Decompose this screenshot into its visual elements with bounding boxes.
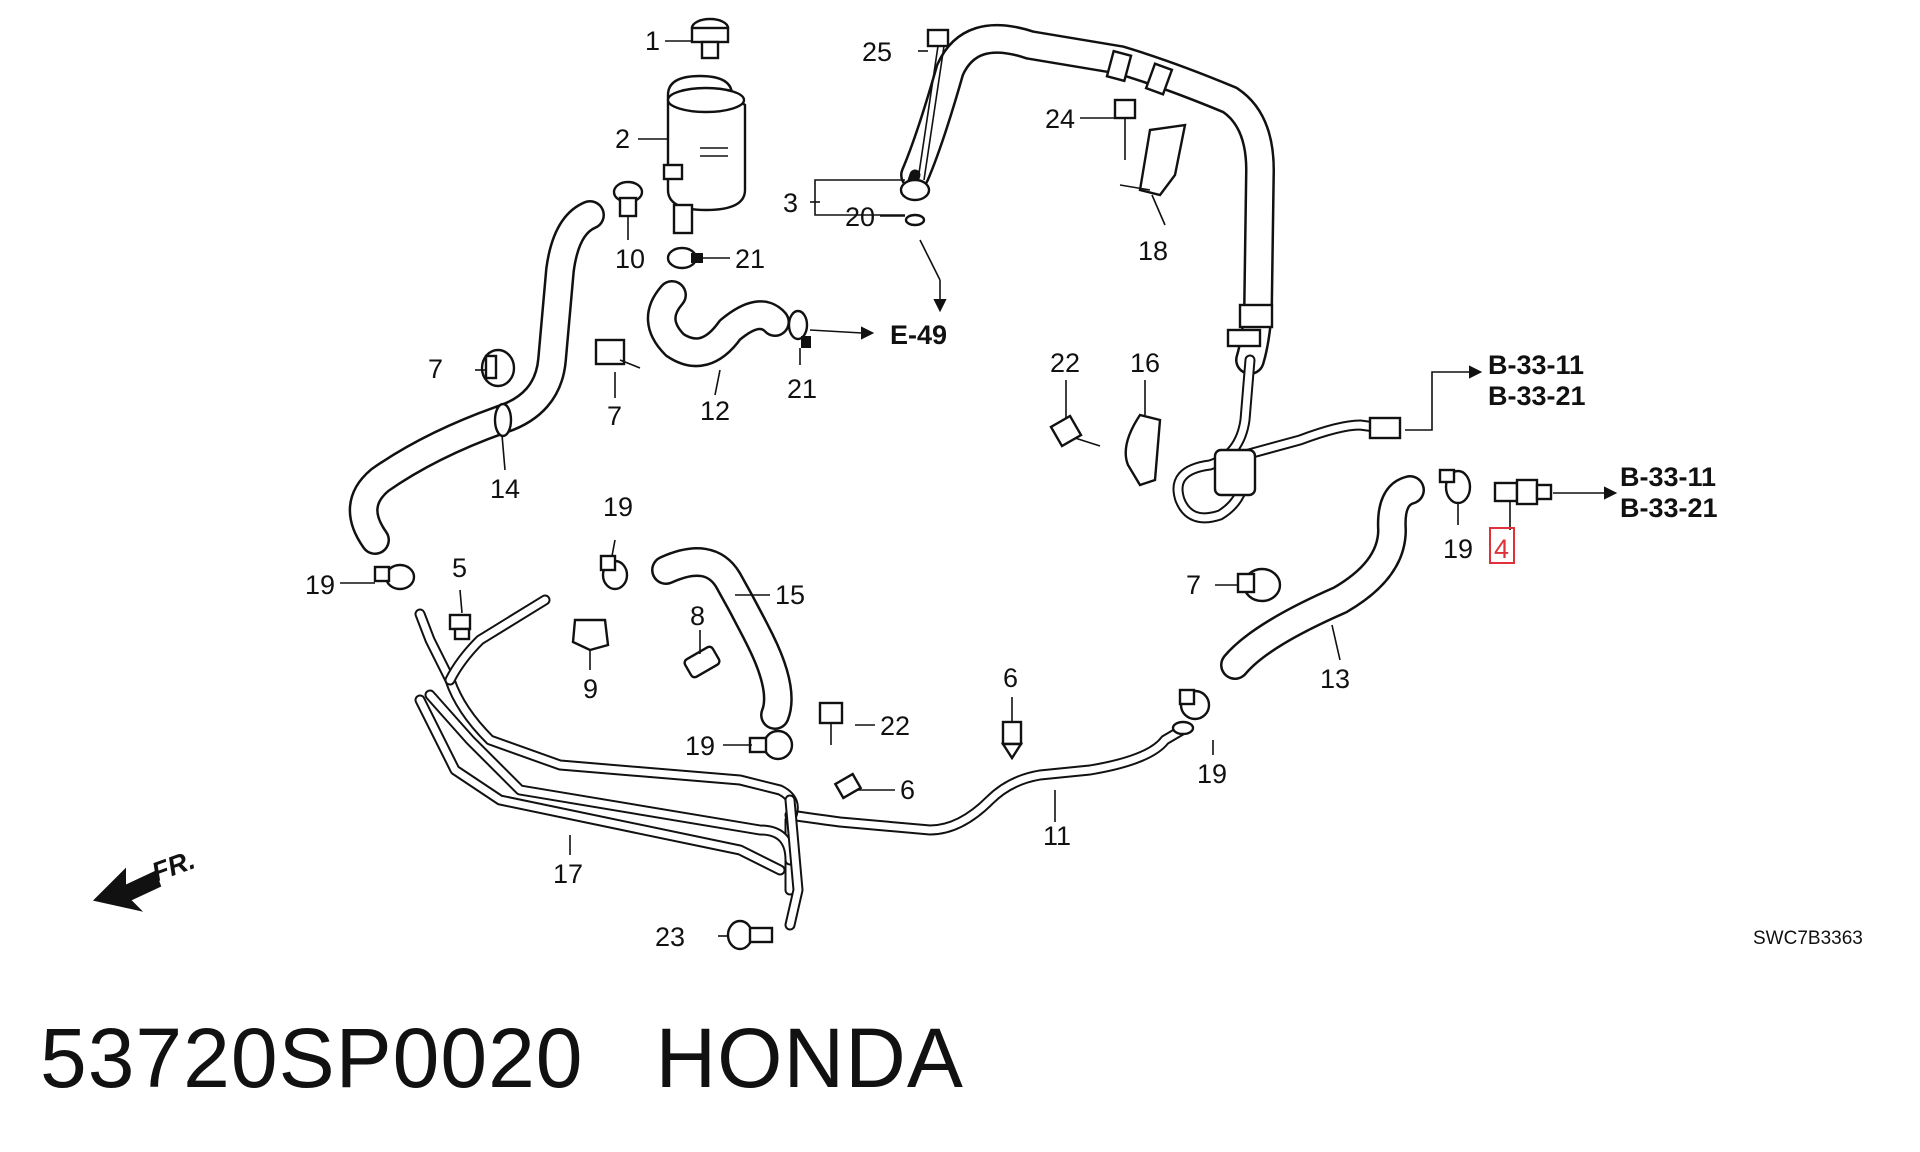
clip-7-right xyxy=(1236,567,1282,603)
hose-12 xyxy=(646,280,790,368)
banjo-fitting-3 xyxy=(899,178,931,202)
callout-25: 25 xyxy=(862,37,892,67)
callout-12: 12 xyxy=(700,396,730,426)
callout-24: 24 xyxy=(1045,104,1075,134)
clip-7-left xyxy=(480,348,516,388)
clip-9 xyxy=(571,618,610,652)
clip-8 xyxy=(683,645,721,679)
callout-19-right: 19 xyxy=(1443,534,1473,564)
leader-lines xyxy=(340,40,1511,937)
callout-19-lower-right: 19 xyxy=(1197,759,1227,789)
callout-11: 11 xyxy=(1043,821,1071,851)
clip-5 xyxy=(448,613,472,641)
reservoir-tank xyxy=(662,74,747,235)
callout-9: 9 xyxy=(583,674,598,704)
bolt-24 xyxy=(1113,98,1137,160)
clip-6-upper xyxy=(1000,720,1024,761)
callout-23: 23 xyxy=(655,922,685,952)
clip-19-lower-center xyxy=(748,729,794,761)
callout-20: 20 xyxy=(845,202,875,232)
callout-7-left: 7 xyxy=(428,354,443,384)
front-direction-arrow xyxy=(93,867,162,912)
pressure-hose xyxy=(900,23,1402,524)
ref-b3311-lower: B-33-11 xyxy=(1620,462,1716,492)
arrow-to-e49-down xyxy=(919,239,947,313)
callout-8: 8 xyxy=(690,601,705,631)
footer: 53720SP0020 HONDA xyxy=(40,1010,964,1107)
arrow-to-e49 xyxy=(809,326,875,340)
bolt-25 xyxy=(917,28,950,181)
callout-21-upper: 21 xyxy=(735,244,765,274)
front-direction-label: FR. xyxy=(148,845,199,888)
fitting-4 xyxy=(1493,478,1553,506)
bolt-23 xyxy=(726,919,774,951)
clip-19-center-top xyxy=(599,554,629,591)
clip-19-lower-right xyxy=(1178,688,1211,721)
callout-19-top: 19 xyxy=(603,492,633,522)
callout-1: 1 xyxy=(645,26,660,56)
ref-b3311-upper: B-33-11 xyxy=(1488,350,1584,380)
cooler-17 xyxy=(414,594,804,931)
bolt-22-upper xyxy=(1049,414,1101,448)
callout-17: 17 xyxy=(553,859,583,889)
highlight-box-4 xyxy=(1489,527,1515,564)
callout-2: 2 xyxy=(615,124,630,154)
hose-clamp-21-lower xyxy=(787,309,811,348)
ref-b3321-upper: B-33-21 xyxy=(1488,381,1586,411)
bracket-18 xyxy=(1119,123,1187,197)
callout-labels: 1 2 3 4 5 6 6 7 7 7 8 9 10 11 12 13 14 1… xyxy=(305,26,1509,952)
callout-3: 3 xyxy=(783,188,798,218)
footer-part-number: 53720SP0020 xyxy=(40,1011,584,1105)
reservoir-cap xyxy=(690,17,730,60)
callout-4: 4 xyxy=(1494,534,1509,564)
hose-14 xyxy=(348,200,605,555)
hose-15 xyxy=(651,547,793,730)
callout-15: 15 xyxy=(775,580,805,610)
arrow-to-b33-upper xyxy=(1405,365,1483,431)
bracket-16 xyxy=(1124,413,1162,487)
diagram-code: SWC7B3363 xyxy=(1753,928,1863,949)
callout-16: 16 xyxy=(1130,348,1160,378)
callout-19-center: 19 xyxy=(685,731,715,761)
callout-18: 18 xyxy=(1138,236,1168,266)
clip-6-lower xyxy=(833,772,863,800)
clip-19-left xyxy=(373,563,416,591)
callout-6-lower: 6 xyxy=(900,775,915,805)
callout-22-lower: 22 xyxy=(880,711,910,741)
washer-20 xyxy=(904,213,926,227)
bolt-22-lower xyxy=(818,701,844,745)
hose-13 xyxy=(1220,475,1425,680)
callout-22-upper: 22 xyxy=(1050,348,1080,378)
cross-references: E-49 B-33-11 B-33-21 B-33-11 B-33-21 xyxy=(890,320,1718,523)
ref-b3321-lower: B-33-21 xyxy=(1620,493,1718,523)
return-line-11 xyxy=(784,720,1195,836)
callout-13: 13 xyxy=(1320,664,1350,694)
callout-7-mid: 7 xyxy=(607,401,622,431)
callout-7-right: 7 xyxy=(1186,570,1201,600)
arrow-to-b33-lower xyxy=(1553,486,1618,500)
clip-10 xyxy=(612,180,644,218)
ref-e49: E-49 xyxy=(890,320,947,350)
callout-5: 5 xyxy=(452,553,467,583)
callout-21-lower: 21 xyxy=(787,374,817,404)
callout-19-left: 19 xyxy=(305,570,335,600)
clip-19-right xyxy=(1438,468,1472,505)
clip-7-mid xyxy=(594,338,641,369)
callout-14: 14 xyxy=(490,474,520,504)
callout-6-upper: 6 xyxy=(1003,663,1018,693)
hose-clamp-21-upper xyxy=(666,246,703,270)
callout-10: 10 xyxy=(615,244,645,274)
footer-brand: HONDA xyxy=(655,1011,964,1105)
